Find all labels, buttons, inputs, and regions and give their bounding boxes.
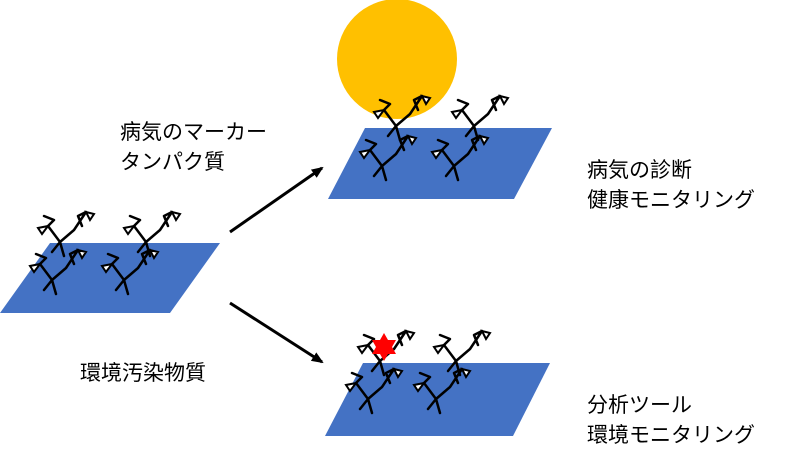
label-pollutant: 環境汚染物質 [80, 358, 206, 388]
substrate-left [0, 210, 220, 313]
substrate-top-right [328, 0, 552, 199]
protein-particle-icon [337, 0, 457, 119]
arrow-to-pollutant [229, 301, 324, 364]
label-pollutant-line1: 環境汚染物質 [80, 361, 206, 385]
pollutant-star-icon [372, 333, 396, 361]
label-marker-protein-line1: 病気のマーカー [120, 120, 267, 144]
label-analysis-line2: 環境モニタリング [587, 423, 755, 447]
sensor-plate-bottom [325, 363, 550, 436]
label-diagnosis: 病気の診断 健康モニタリング [587, 155, 755, 215]
label-marker-protein: 病気のマーカー タンパク質 [120, 117, 267, 177]
sensor-plate-left [0, 243, 220, 313]
label-analysis-line1: 分析ツール [587, 393, 692, 417]
label-analysis: 分析ツール 環境モニタリング [587, 390, 755, 450]
sensor-plate-top [328, 128, 552, 199]
substrate-bottom-right [325, 329, 550, 436]
label-diagnosis-line2: 健康モニタリング [587, 188, 755, 212]
label-diagnosis-line1: 病気の診断 [587, 158, 692, 182]
label-marker-protein-line2: タンパク質 [120, 150, 225, 174]
arrow-to-protein [229, 166, 324, 234]
